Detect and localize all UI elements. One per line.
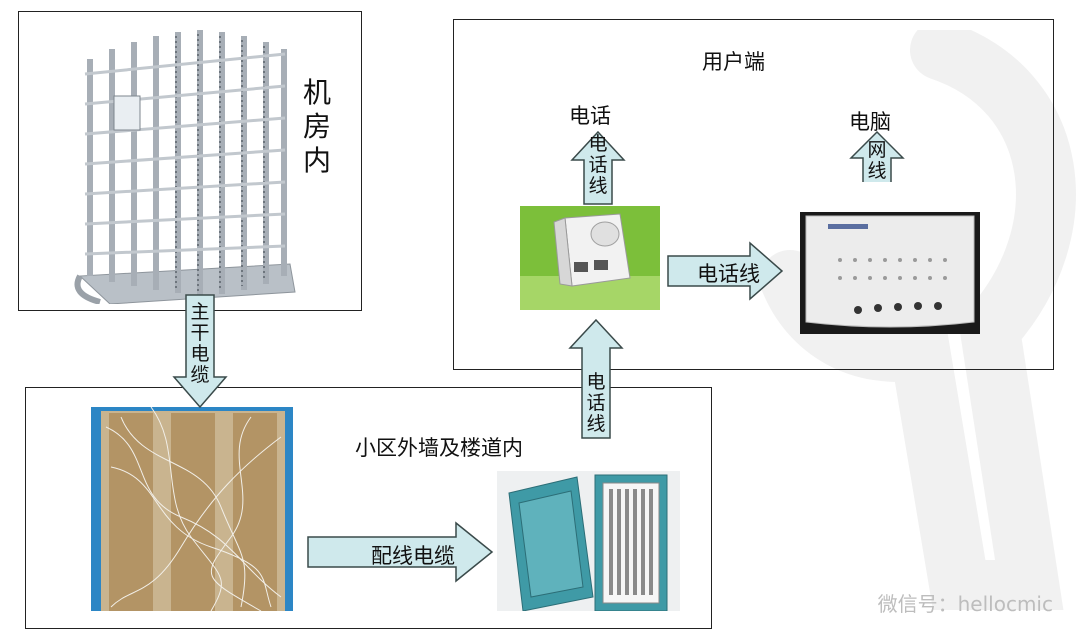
phone-line-up-arrow [570,130,626,205]
cross-connect-cabinet-image [91,407,293,611]
distribution-cable-text: 配线电缆 [371,544,455,568]
user-end-box [453,19,1054,370]
community-label: 小区外墙及楼道内 [355,436,523,460]
phone-label: 电话 [569,104,611,128]
distribution-cable-arrow [307,521,494,583]
network-line-up-text: 网 线 [867,139,887,182]
splitter-to-modem-arrow [667,241,784,301]
box-to-splitter-arrow [568,318,624,439]
junction-box-image [497,471,680,611]
machine-room-label: 机 房 内 [302,76,331,177]
phone-line-up-text: 电 话 线 [588,133,608,197]
computer-label: 电脑 [849,110,891,134]
main-cable-down-arrow [172,294,228,409]
box-to-splitter-text: 电 话 线 [586,371,606,435]
splitter-to-modem-text: 电话线 [697,262,760,286]
adsl-splitter-image [520,206,660,310]
wechat-watermark: 微信号：hellocmic [877,592,1053,616]
main-cable-text: 主 干 电 缆 [190,301,210,386]
user-end-label: 用户端 [702,50,765,74]
distribution-frame-image [74,30,296,304]
adsl-modem-image [800,182,980,334]
